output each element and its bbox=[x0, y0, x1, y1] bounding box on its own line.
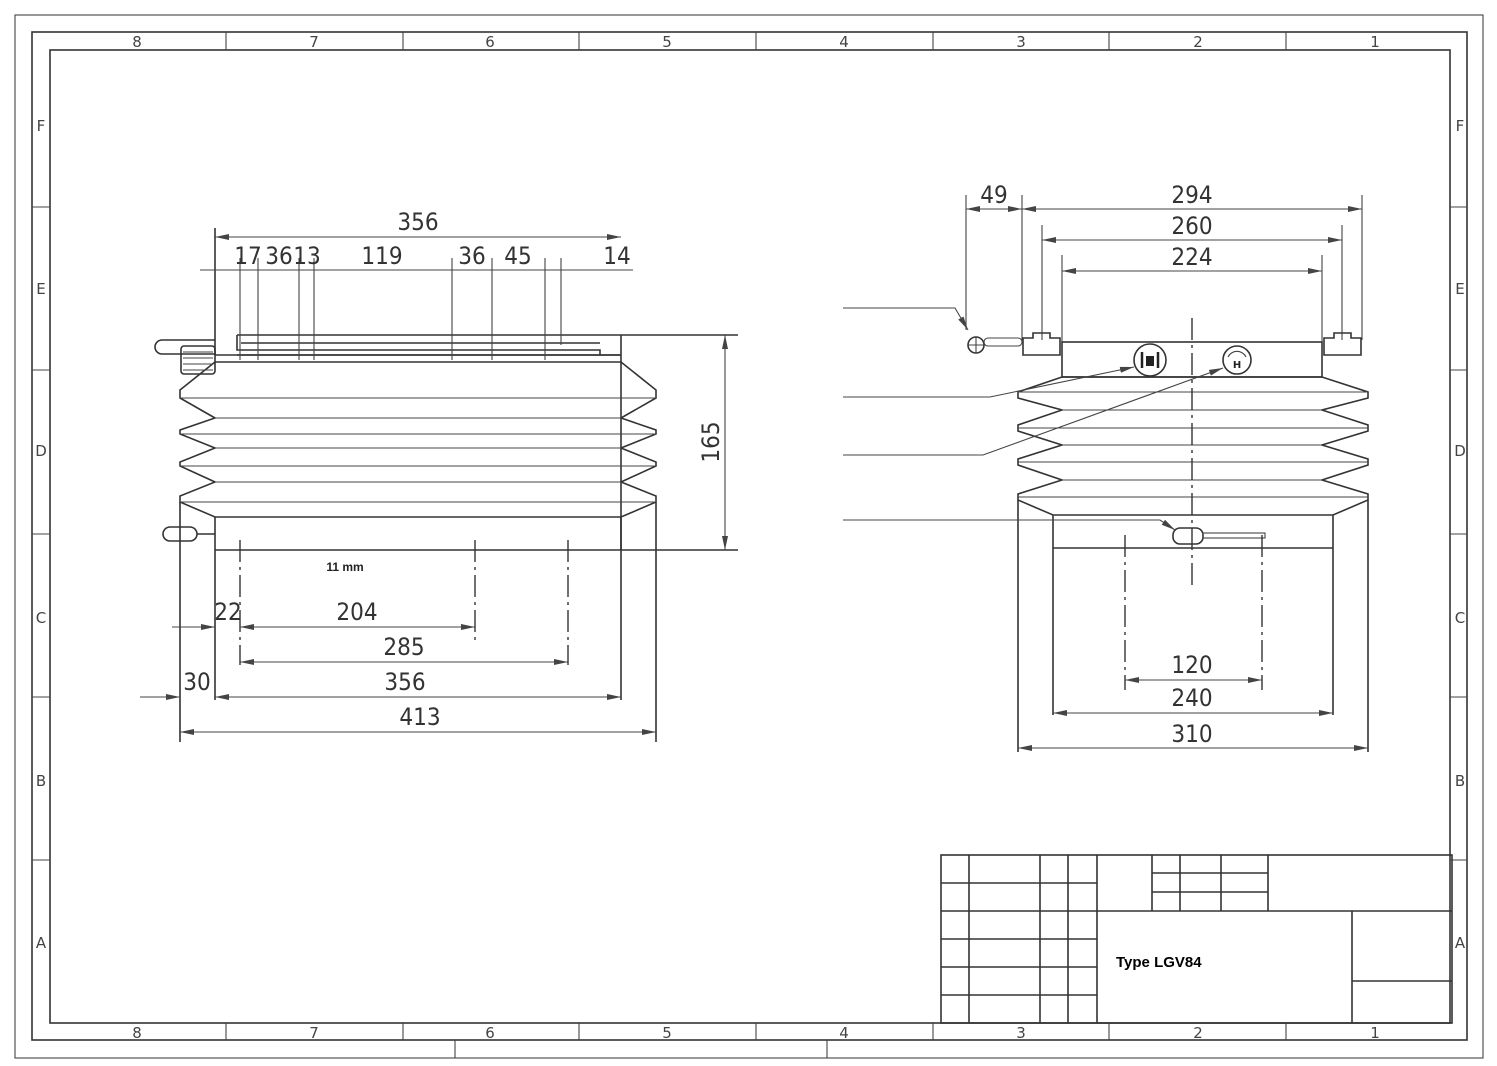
column-label: 5 bbox=[662, 33, 672, 51]
rotation-symbol-icon: H bbox=[1222, 345, 1252, 375]
dim-seg-17: 17 bbox=[234, 242, 261, 270]
row-labels-right: F E D C B A bbox=[1454, 117, 1466, 952]
front-view-bottom-dimensions: 120 240 310 bbox=[1018, 535, 1368, 751]
leader-lines bbox=[843, 307, 1224, 531]
front-view: 49 294 260 224 bbox=[843, 181, 1369, 752]
dim-285: 285 bbox=[383, 633, 424, 661]
dim-top-overall: 356 bbox=[397, 208, 438, 236]
dim-seg-45: 45 bbox=[504, 242, 531, 270]
column-label: 8 bbox=[132, 1024, 142, 1042]
row-label: C bbox=[36, 609, 46, 627]
drawing-type-title: Type LGV84 bbox=[1116, 954, 1202, 971]
column-label: 6 bbox=[485, 1024, 495, 1042]
dim-seg-119: 119 bbox=[361, 242, 402, 270]
column-label: 4 bbox=[839, 33, 849, 51]
front-view-top-dimensions: 49 294 260 224 bbox=[965, 181, 1363, 342]
dim-height-165: 165 bbox=[697, 421, 725, 462]
dim-30: 30 bbox=[183, 668, 210, 696]
dim-240: 240 bbox=[1171, 684, 1212, 712]
dim-120: 120 bbox=[1171, 651, 1212, 679]
dim-224: 224 bbox=[1171, 243, 1212, 271]
row-label: E bbox=[36, 280, 45, 298]
dim-204: 204 bbox=[336, 598, 377, 626]
column-label: 2 bbox=[1193, 1024, 1203, 1042]
dim-294: 294 bbox=[1171, 181, 1212, 209]
dim-260: 260 bbox=[1171, 212, 1212, 240]
side-view-body bbox=[154, 228, 738, 742]
handle-icon bbox=[1172, 527, 1266, 545]
lifting-symbol-icon bbox=[1133, 343, 1167, 377]
dim-seg-36: 36 bbox=[265, 242, 292, 270]
drawing-frame: 8 7 6 5 4 3 2 1 8 7 6 5 4 3 2 1 F E D C … bbox=[14, 14, 1484, 1059]
row-label: D bbox=[1454, 442, 1466, 460]
note-11mm: 11 mm bbox=[326, 560, 363, 574]
row-label: F bbox=[37, 117, 46, 135]
column-label: 7 bbox=[309, 1024, 319, 1042]
hook-icon bbox=[154, 339, 216, 375]
dim-310: 310 bbox=[1171, 720, 1212, 748]
side-view: 356 17 36 13 119 36 45 14 165 11 mm 22 2… bbox=[140, 208, 738, 742]
dim-356: 356 bbox=[384, 668, 425, 696]
row-label: A bbox=[1455, 934, 1466, 952]
ring-icon bbox=[967, 336, 1023, 354]
side-view-height-dimension: 165 bbox=[697, 335, 728, 550]
dim-413: 413 bbox=[399, 703, 440, 731]
dim-seg-13: 13 bbox=[293, 242, 320, 270]
side-view-top-dimensions: 356 17 36 13 119 36 45 14 bbox=[200, 208, 633, 360]
row-label: B bbox=[36, 772, 46, 790]
dim-seg-14: 14 bbox=[603, 242, 630, 270]
column-label: 7 bbox=[309, 33, 319, 51]
dim-49: 49 bbox=[980, 181, 1007, 209]
column-label: 1 bbox=[1370, 1024, 1380, 1042]
dim-22: 22 bbox=[214, 598, 241, 626]
column-label: 8 bbox=[132, 33, 142, 51]
dim-seg-36b: 36 bbox=[458, 242, 485, 270]
title-block: Type LGV84 bbox=[940, 854, 1453, 1024]
front-view-body: H bbox=[967, 318, 1369, 752]
row-label: D bbox=[35, 442, 47, 460]
column-labels-top: 8 7 6 5 4 3 2 1 bbox=[132, 33, 1380, 51]
row-label: F bbox=[1456, 117, 1465, 135]
clip-icon bbox=[1022, 332, 1362, 356]
column-label: 4 bbox=[839, 1024, 849, 1042]
row-label: A bbox=[36, 934, 47, 952]
column-labels-bottom: 8 7 6 5 4 3 2 1 bbox=[132, 1024, 1380, 1042]
row-label: B bbox=[1455, 772, 1465, 790]
column-label: 1 bbox=[1370, 33, 1380, 51]
column-label: 3 bbox=[1016, 1024, 1026, 1042]
svg-text:H: H bbox=[1233, 360, 1241, 371]
row-labels-left: F E D C B A bbox=[35, 117, 47, 952]
column-label: 5 bbox=[662, 1024, 672, 1042]
column-label: 2 bbox=[1193, 33, 1203, 51]
column-label: 3 bbox=[1016, 33, 1026, 51]
handle-icon bbox=[162, 526, 215, 542]
row-label: C bbox=[1455, 609, 1465, 627]
side-view-bottom-dimensions: 22 204 285 30 356 413 bbox=[140, 540, 656, 735]
column-label: 6 bbox=[485, 33, 495, 51]
row-label: E bbox=[1455, 280, 1464, 298]
